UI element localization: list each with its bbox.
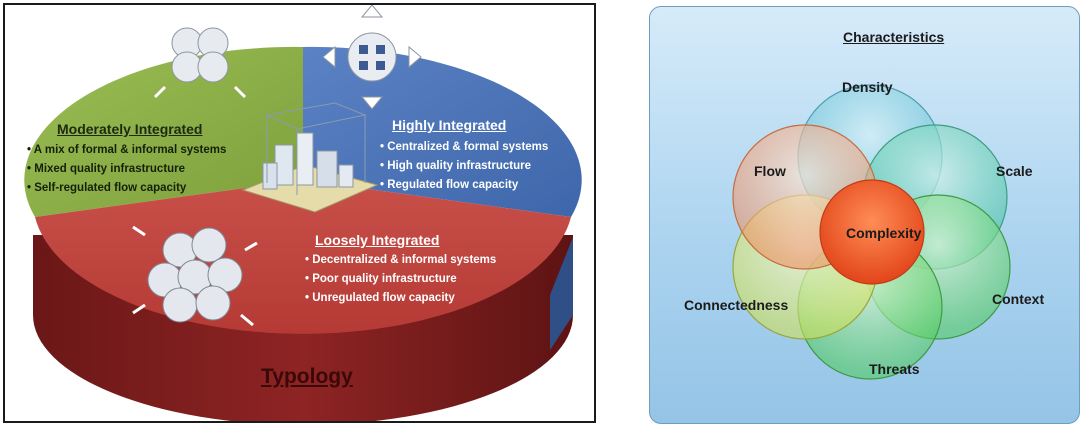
list-item: Regulated flow capacity [380, 176, 548, 195]
loosely-integrated-icon [132, 225, 258, 327]
list-item: Poor quality infrastructure [305, 270, 496, 289]
list-item: Unregulated flow capacity [305, 289, 496, 308]
typology-pie-chart [24, 5, 582, 421]
loosely-integrated-list: Decentralized & informal systems Poor qu… [305, 251, 496, 308]
moderately-integrated-list: A mix of formal & informal systems Mixed… [27, 141, 227, 198]
loosely-integrated-title: Loosely Integrated [315, 232, 440, 248]
label-connectedness: Connectedness [684, 297, 789, 313]
moderately-integrated-icon [153, 13, 247, 99]
circle-complexity [819, 179, 925, 285]
label-scale: Scale [996, 163, 1033, 179]
list-item: Mixed quality infrastructure [27, 160, 226, 179]
label-threats: Threats [869, 361, 920, 377]
pie-rim-blue [550, 237, 573, 350]
list-item: Self-regulated flow capacity [27, 179, 226, 198]
label-density: Density [842, 79, 893, 95]
characteristics-panel: Characteristics Density Flow Scale Conne… [649, 6, 1080, 424]
highly-integrated-title: Highly Integrated [392, 117, 507, 133]
highly-integrated-icon [322, 5, 422, 110]
highly-integrated-list: Centralized & formal systems High qualit… [380, 138, 548, 195]
characteristics-title: Characteristics [843, 29, 945, 45]
moderately-integrated-title: Moderately Integrated [57, 121, 203, 137]
typology-panel: Moderately Integrated A mix of formal & … [3, 3, 596, 423]
label-flow: Flow [754, 163, 786, 179]
list-item: A mix of formal & informal systems [27, 141, 227, 160]
city-model-icon [241, 102, 379, 213]
label-complexity: Complexity [846, 225, 922, 241]
characteristics-venn-diagram [732, 84, 1011, 380]
list-item: Centralized & formal systems [380, 138, 548, 157]
list-item: Decentralized & informal systems [305, 251, 496, 270]
typology-label: Typology [261, 365, 353, 388]
list-item: High quality infrastructure [380, 157, 548, 176]
label-context: Context [992, 291, 1045, 307]
